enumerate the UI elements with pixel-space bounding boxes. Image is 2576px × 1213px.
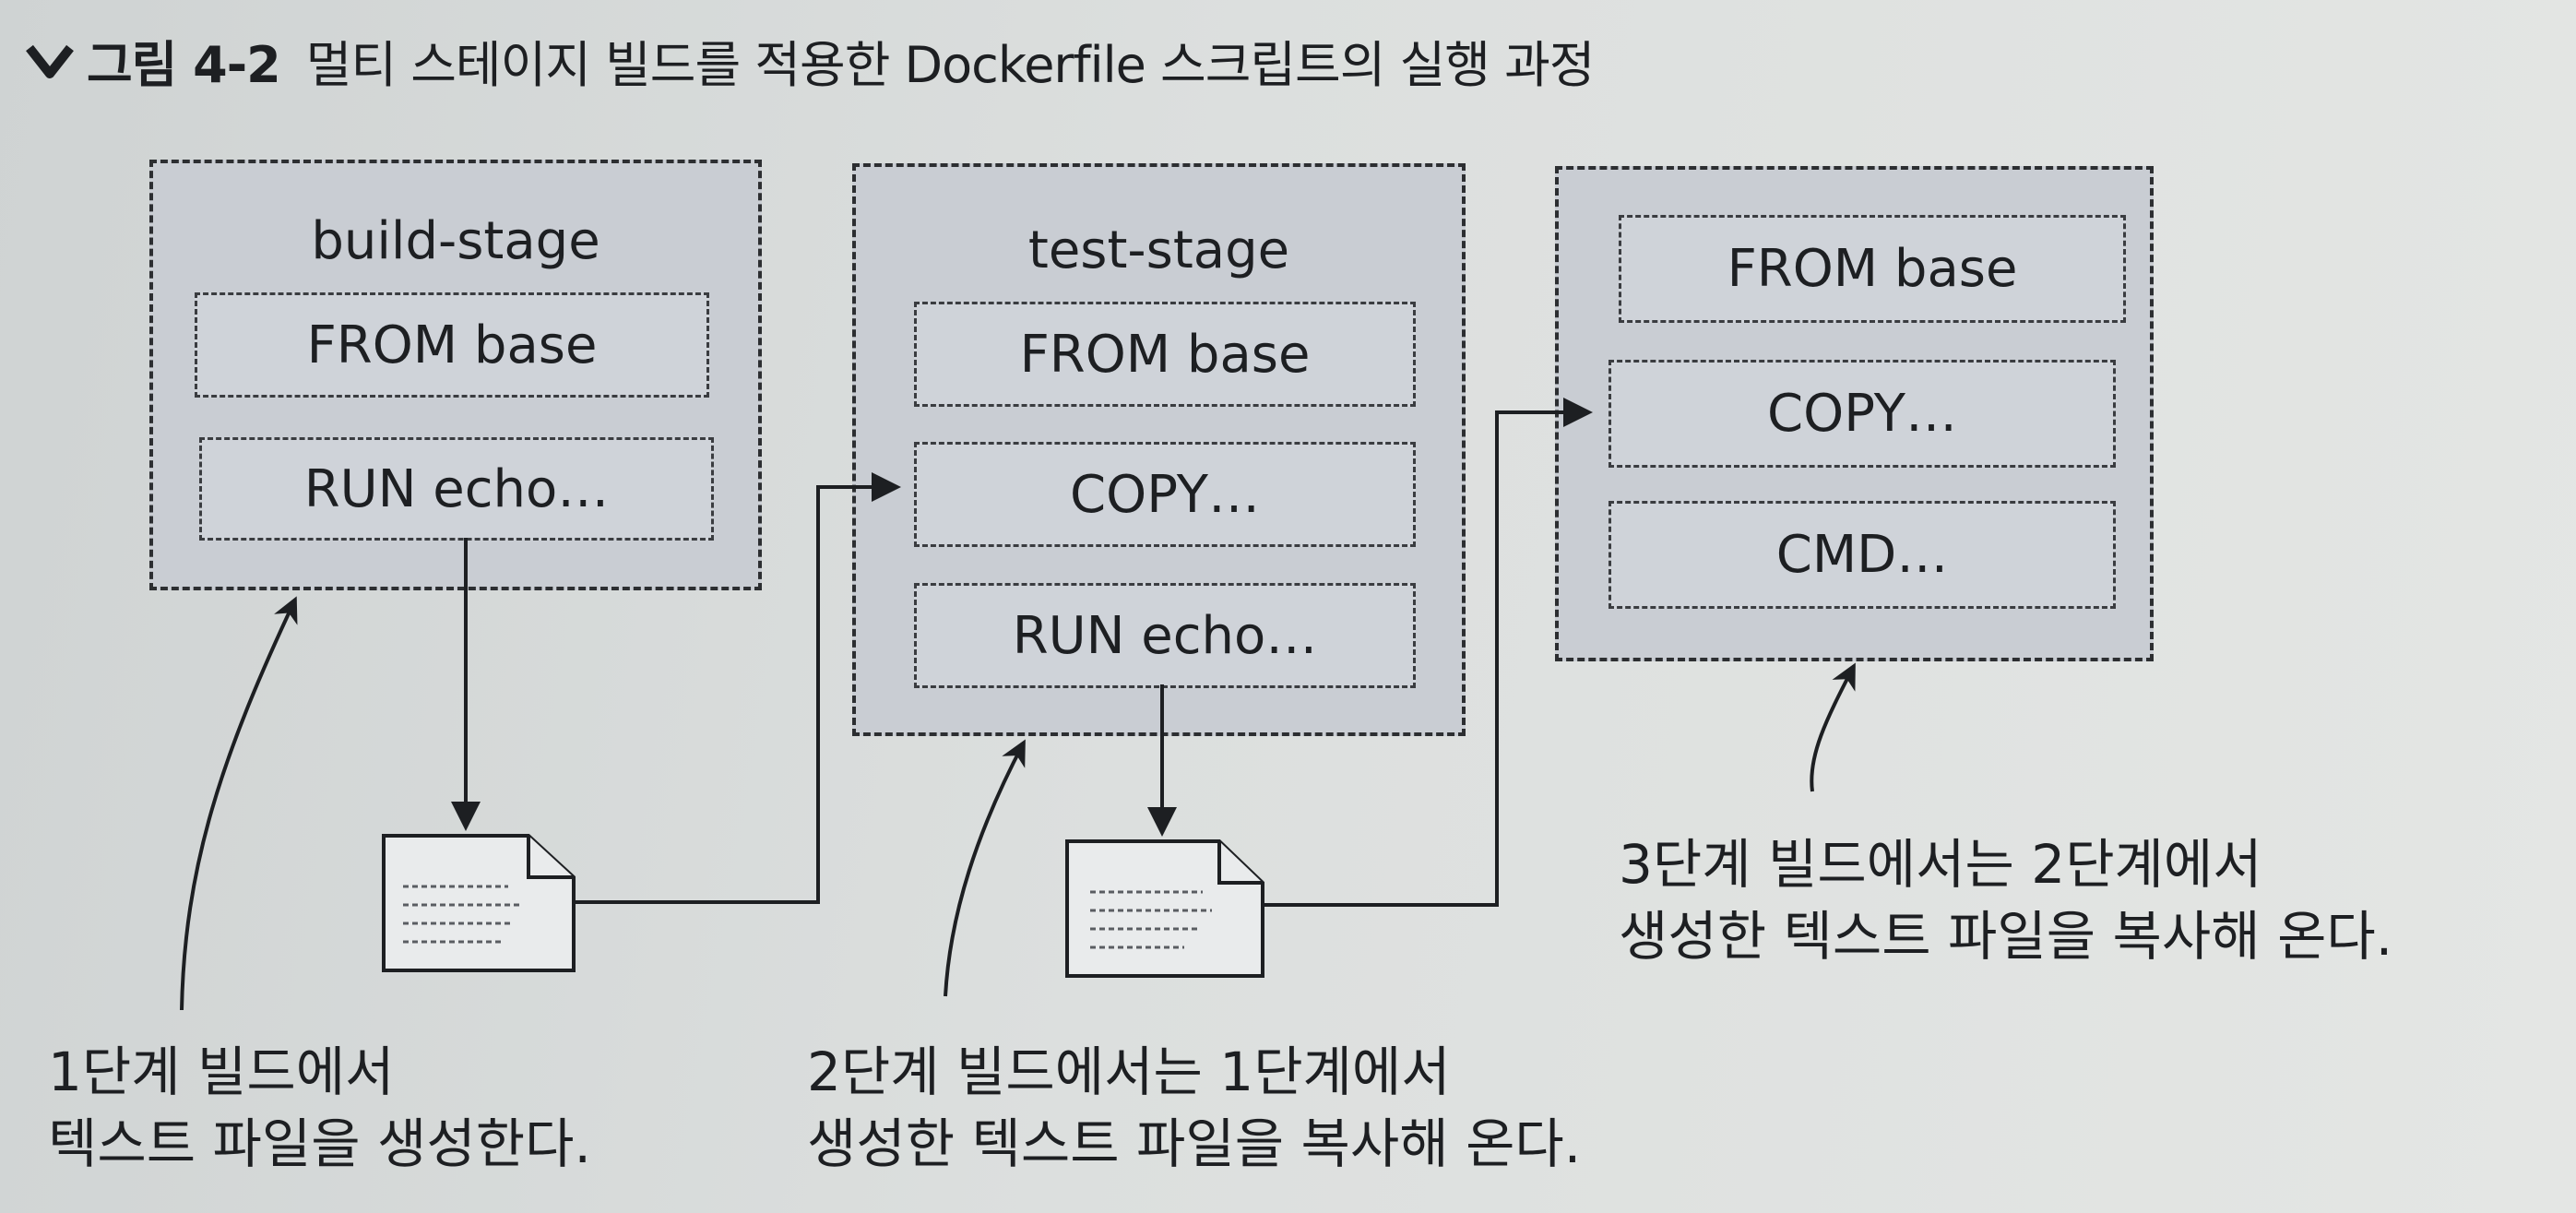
stage-1-cmd-run: RUN echo… (199, 437, 714, 541)
text-file-icon (1065, 839, 1264, 978)
figure-caption-title: 멀티 스테이지 빌드를 적용한 Dockerfile 스크립트의 실행 과정 (305, 36, 1596, 94)
stage-2-box: test-stage FROM base COPY… RUN echo… (852, 163, 1466, 736)
figure-number: 그림 4-2 (87, 36, 281, 94)
figure-title: 그림 4-2 멀티 스테이지 빌드를 적용한 Dockerfile 스크립트의 … (26, 24, 1596, 97)
stage-2-cmd-from: FROM base (914, 302, 1416, 407)
stage-2-label: test-stage (1027, 220, 1290, 280)
caption-3-line-1: 3단계 빌드에서는 2단계에서 (1619, 833, 2262, 896)
stage-3-box: FROM base COPY… CMD… (1555, 166, 2154, 661)
stage-1-box: build-stage FROM base RUN echo… (149, 160, 762, 590)
stage-1-label: build-stage (311, 211, 600, 271)
caption-stage-3: 3단계 빌드에서는 2단계에서 생성한 텍스트 파일을 복사해 온다. (1619, 828, 2392, 972)
caption-stage-1: 1단계 빌드에서 텍스트 파일을 생성한다. (48, 1036, 591, 1180)
arrow-file-2-to-copy (1264, 398, 1593, 907)
stage-1-cmd-from: FROM base (195, 292, 709, 398)
pointer-caption-2 (944, 739, 1026, 997)
stage-2-cmd-run: RUN echo… (914, 583, 1416, 688)
stage-2-cmd-copy: COPY… (914, 442, 1416, 547)
caption-3-line-2: 생성한 텍스트 파일을 복사해 온다. (1619, 905, 2393, 968)
caption-stage-2: 2단계 빌드에서는 1단계에서 생성한 텍스트 파일을 복사해 온다. (807, 1036, 1581, 1180)
caption-2-line-2: 생성한 텍스트 파일을 복사해 온다. (807, 1112, 1582, 1175)
stage-3-cmd-copy: COPY… (1609, 360, 2116, 468)
caption-2-line-1: 2단계 빌드에서는 1단계에서 (807, 1041, 1451, 1103)
chevron-down-icon (26, 44, 74, 78)
arrow-file-1-to-copy (574, 472, 901, 904)
text-file-icon (382, 834, 576, 972)
caption-1-line-1: 1단계 빌드에서 (48, 1041, 395, 1103)
stage-3-cmd-from: FROM base (1619, 215, 2126, 323)
pointer-caption-1 (180, 596, 298, 1011)
pointer-caption-3 (1810, 662, 1856, 792)
caption-1-line-2: 텍스트 파일을 생성한다. (48, 1112, 591, 1175)
stage-3-cmd-cmd: CMD… (1609, 501, 2116, 609)
